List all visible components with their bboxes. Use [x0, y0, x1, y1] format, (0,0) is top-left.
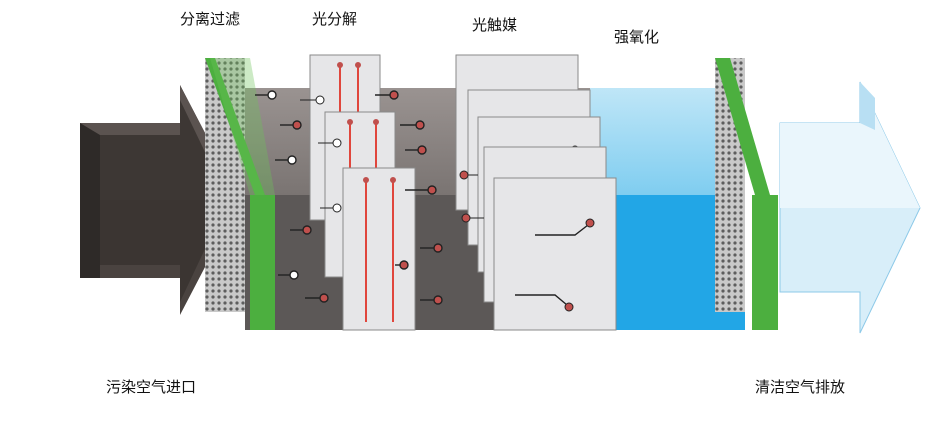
outlet-label: 清洁空气排放 — [755, 378, 845, 396]
stage-label-photocatalyst: 光触媒 — [472, 16, 517, 34]
sensor-probes — [255, 90, 329, 303]
stage-label-photolysis: 光分解 — [312, 10, 357, 28]
photolysis-probes — [375, 90, 443, 305]
stage-label-strong-oxidation: 强氧化 — [614, 28, 659, 46]
photocatalyst-panel-5 — [493, 177, 617, 331]
stage-label-separation-filter: 分离过滤 — [180, 10, 240, 28]
inlet-label: 污染空气进口 — [106, 378, 196, 396]
outlet-filter-screen — [715, 58, 778, 330]
inlet-filter-screen — [205, 58, 275, 330]
inlet-arrow — [80, 85, 240, 315]
outlet-arrow — [779, 81, 921, 334]
oxidation-chamber — [590, 88, 745, 330]
photolysis-panel-3 — [320, 167, 416, 331]
